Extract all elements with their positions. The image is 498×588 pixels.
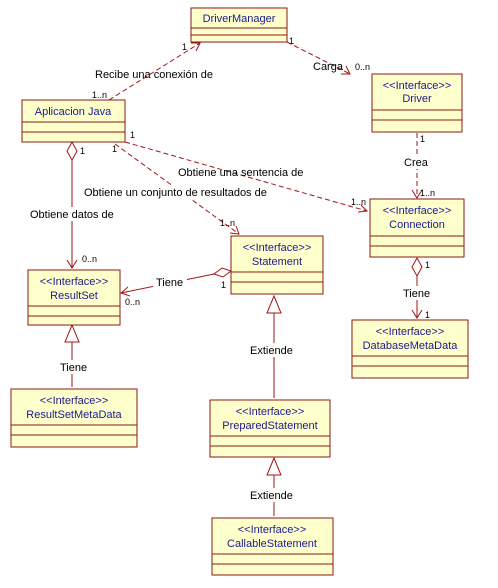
statement-stereotype: <<Interface>>	[243, 242, 312, 254]
crea-label-bg	[400, 155, 434, 169]
tiene-db-arrowhead	[411, 309, 423, 319]
extiende2-label: Extiende	[250, 490, 293, 502]
tiene-meta-label: Tiene	[60, 362, 87, 374]
class-aplicacion-java[interactable]: Aplicacion Java	[21, 99, 126, 143]
extiende2-label-bg	[248, 488, 300, 502]
preparedstatement-stereotype: <<Interface>>	[236, 406, 305, 418]
driver-name: Driver	[402, 93, 432, 105]
tiene-meta-triangle	[64, 323, 80, 343]
databasemetadata-stereotype: <<Interface>>	[376, 326, 445, 338]
statement-name: Statement	[252, 256, 302, 268]
tiene-db-aggregation-diamond	[411, 256, 423, 278]
tiene-meta-label-bg	[55, 360, 89, 374]
datos-arrowhead	[66, 259, 78, 269]
preparedstatement-name: PreparedStatement	[222, 420, 317, 432]
sentencia-mult-target: 1..n	[351, 197, 366, 207]
sentencia-arrowhead	[357, 204, 369, 213]
datos-mult-target: 0..n	[82, 254, 97, 264]
tiene-db-label: Tiene	[403, 288, 430, 300]
resultados-mult-source: 1	[112, 144, 117, 154]
connection-name: Connection	[389, 219, 445, 231]
crea-mult-source: 1	[420, 134, 425, 144]
extiende1-triangle	[266, 294, 282, 314]
extiende1-label-bg	[248, 343, 300, 357]
sentencia-label: Obtiene una sentencia de	[178, 167, 303, 179]
recibe-mult-target: 1	[182, 42, 187, 52]
tiene-rs-label: Tiene	[156, 277, 183, 289]
recibe-label: Recibe una conexión de	[95, 69, 213, 81]
tiene-rs-mult-source: 1	[221, 280, 226, 290]
drivermanager-title: DriverManager	[203, 13, 276, 25]
carga-line	[286, 41, 351, 75]
resultset-stereotype: <<Interface>>	[40, 276, 109, 288]
class-connection[interactable]: <<Interface>> Connection	[369, 198, 465, 258]
aplicacion-title: Aplicacion Java	[35, 106, 112, 118]
databasemetadata-name: DatabaseMetaData	[363, 340, 459, 352]
class-callablestatement[interactable]: <<Interface>> CallableStatement	[211, 517, 334, 576]
connection-stereotype: <<Interface>>	[383, 205, 452, 217]
tiene-rs-label-bg	[153, 275, 187, 289]
resultados-arrowhead	[229, 225, 240, 235]
carga-arrowhead	[341, 65, 351, 75]
crea-arrowhead	[411, 189, 423, 199]
extiende1-label: Extiende	[250, 345, 293, 357]
class-driver[interactable]: <<Interface>> Driver	[371, 73, 463, 133]
class-resultset[interactable]: <<Interface>> ResultSet	[27, 269, 121, 326]
callablestatement-stereotype: <<Interface>>	[238, 524, 307, 536]
carga-label: Carga	[313, 61, 344, 73]
tiene-rs-arrowhead	[120, 286, 131, 297]
carga-mult-source: 1	[289, 36, 294, 46]
crea-label: Crea	[404, 157, 429, 169]
driver-stereotype: <<Interface>>	[383, 80, 452, 92]
resultados-label-bg	[82, 185, 274, 199]
class-statement[interactable]: <<Interface>> Statement	[230, 235, 324, 295]
resultsetmetadata-stereotype: <<Interface>>	[40, 395, 109, 407]
datos-aggregation-diamond	[66, 140, 78, 162]
resultados-mult-target: 1..n	[220, 218, 235, 228]
carga-mult-target: 0..n	[355, 62, 370, 72]
class-preparedstatement[interactable]: <<Interface>> PreparedStatement	[209, 399, 331, 458]
resultset-name: ResultSet	[50, 290, 98, 302]
class-resultsetmetadata[interactable]: <<Interface>> ResultSetMetaData	[10, 388, 138, 448]
tiene-db-mult-source: 1	[425, 260, 430, 270]
recibe-arrowhead	[191, 42, 201, 52]
datos-mult-source: 1	[80, 146, 85, 156]
resultsetmetadata-name: ResultSetMetaData	[26, 409, 122, 421]
recibe-mult-source: 1..n	[92, 90, 107, 100]
tiene-db-mult-target: 1	[425, 310, 430, 320]
extiende2-triangle	[266, 456, 282, 476]
sentencia-line	[124, 141, 368, 212]
resultados-label: Obtiene un conjunto de resultados de	[84, 187, 267, 199]
datos-label-bg	[22, 207, 122, 221]
tiene-db-label-bg	[400, 286, 434, 300]
recibe-line	[108, 42, 201, 101]
tiene-rs-mult-target: 0..n	[125, 297, 140, 307]
crea-mult-target: 1..n	[420, 188, 435, 198]
sentencia-mult-source: 1	[130, 130, 135, 140]
class-databasemetadata[interactable]: <<Interface>> DatabaseMetaData	[351, 319, 469, 379]
tiene-rs-aggregation-diamond	[212, 267, 233, 278]
class-drivermanager[interactable]: DriverManager	[190, 7, 288, 43]
datos-label: Obtiene datos de	[30, 209, 114, 221]
callablestatement-name: CallableStatement	[227, 538, 317, 550]
